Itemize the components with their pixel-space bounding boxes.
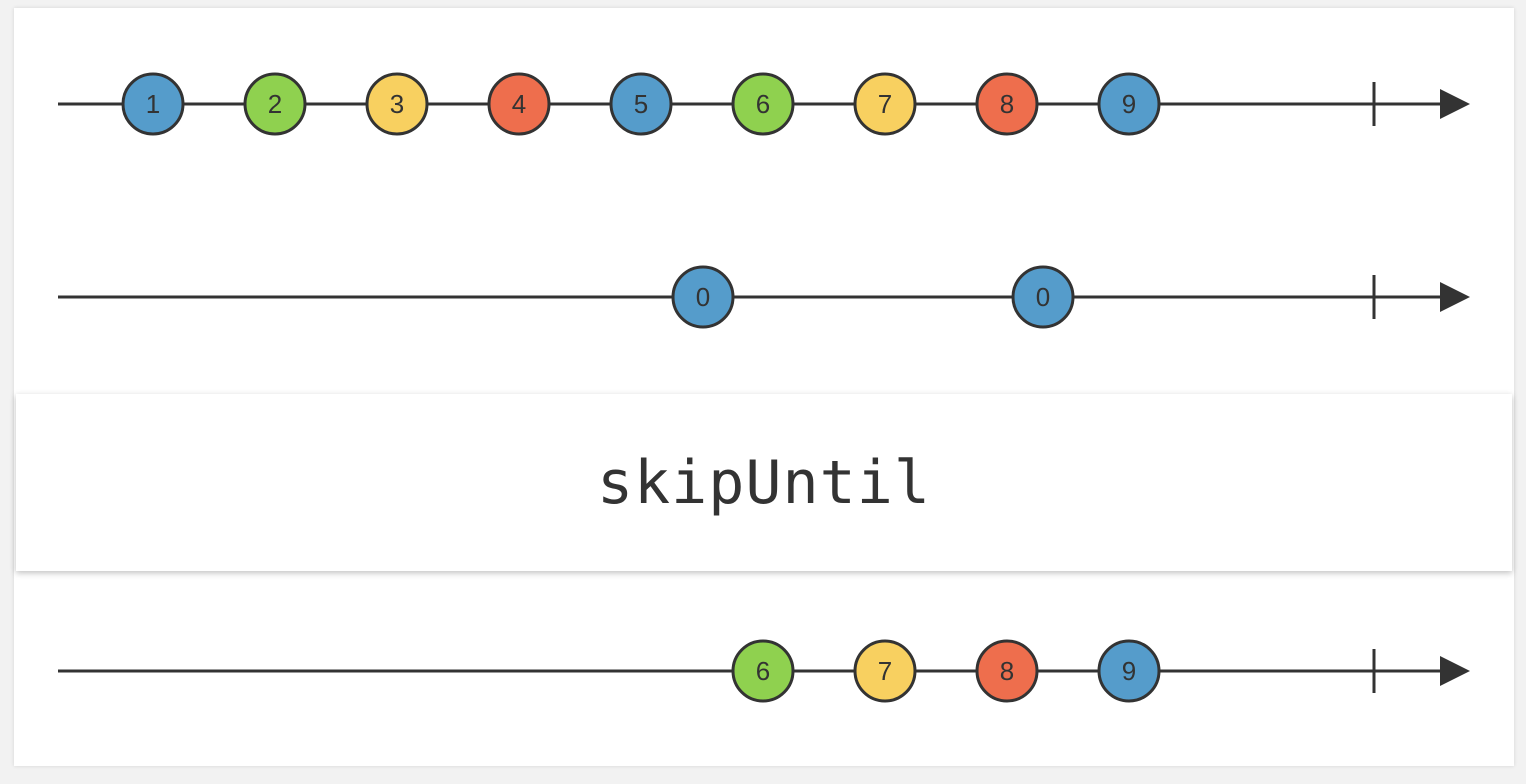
marble: 2 <box>243 72 307 136</box>
marble-label: 6 <box>756 89 770 119</box>
marble-circle <box>1011 265 1075 329</box>
marble-label: 1 <box>146 89 160 119</box>
marble-label: 2 <box>268 89 282 119</box>
source-timeline: 1 2 3 4 5 6 7 8 9 <box>58 72 1470 136</box>
marble-circle <box>975 639 1039 703</box>
marble-label: 0 <box>1036 282 1050 312</box>
marble: 8 <box>975 639 1039 703</box>
marble: 0 <box>671 265 735 329</box>
marble: 9 <box>1097 639 1161 703</box>
result-timeline: 6 7 8 9 <box>58 639 1470 703</box>
marble: 9 <box>1097 72 1161 136</box>
marble-circle <box>671 265 735 329</box>
marble-circle <box>853 639 917 703</box>
marble-label: 9 <box>1122 656 1136 686</box>
marble-label: 8 <box>1000 89 1014 119</box>
marble-circle <box>1097 72 1161 136</box>
marble: 7 <box>853 72 917 136</box>
marble: 5 <box>609 72 673 136</box>
marble-label: 5 <box>634 89 648 119</box>
marble-circle <box>1097 639 1161 703</box>
marble-circle <box>121 72 185 136</box>
marble-circle <box>487 72 551 136</box>
marble: 7 <box>853 639 917 703</box>
marble: 1 <box>121 72 185 136</box>
marble-label: 7 <box>878 656 892 686</box>
marble-circle <box>853 72 917 136</box>
marble-circle <box>731 639 795 703</box>
marble: 8 <box>975 72 1039 136</box>
marble-label: 8 <box>1000 656 1014 686</box>
marble-label: 7 <box>878 89 892 119</box>
marble: 6 <box>731 72 795 136</box>
marble-label: 3 <box>390 89 404 119</box>
timeline-arrow-icon <box>1440 282 1470 312</box>
marble: 0 <box>1011 265 1075 329</box>
marble-label: 9 <box>1122 89 1136 119</box>
marble-label: 0 <box>696 282 710 312</box>
marble: 3 <box>365 72 429 136</box>
timeline-arrow-icon <box>1440 656 1470 686</box>
marble-label: 6 <box>756 656 770 686</box>
operator-box: skipUntil <box>16 394 1512 571</box>
timeline-arrow-icon <box>1440 89 1470 119</box>
marble-circle <box>243 72 307 136</box>
marble-circle <box>975 72 1039 136</box>
marble: 6 <box>731 639 795 703</box>
marble-circle <box>609 72 673 136</box>
marble-circle <box>365 72 429 136</box>
marble-circle <box>731 72 795 136</box>
marble-label: 4 <box>512 89 526 119</box>
operator-name: skipUntil <box>596 447 932 518</box>
marble: 4 <box>487 72 551 136</box>
